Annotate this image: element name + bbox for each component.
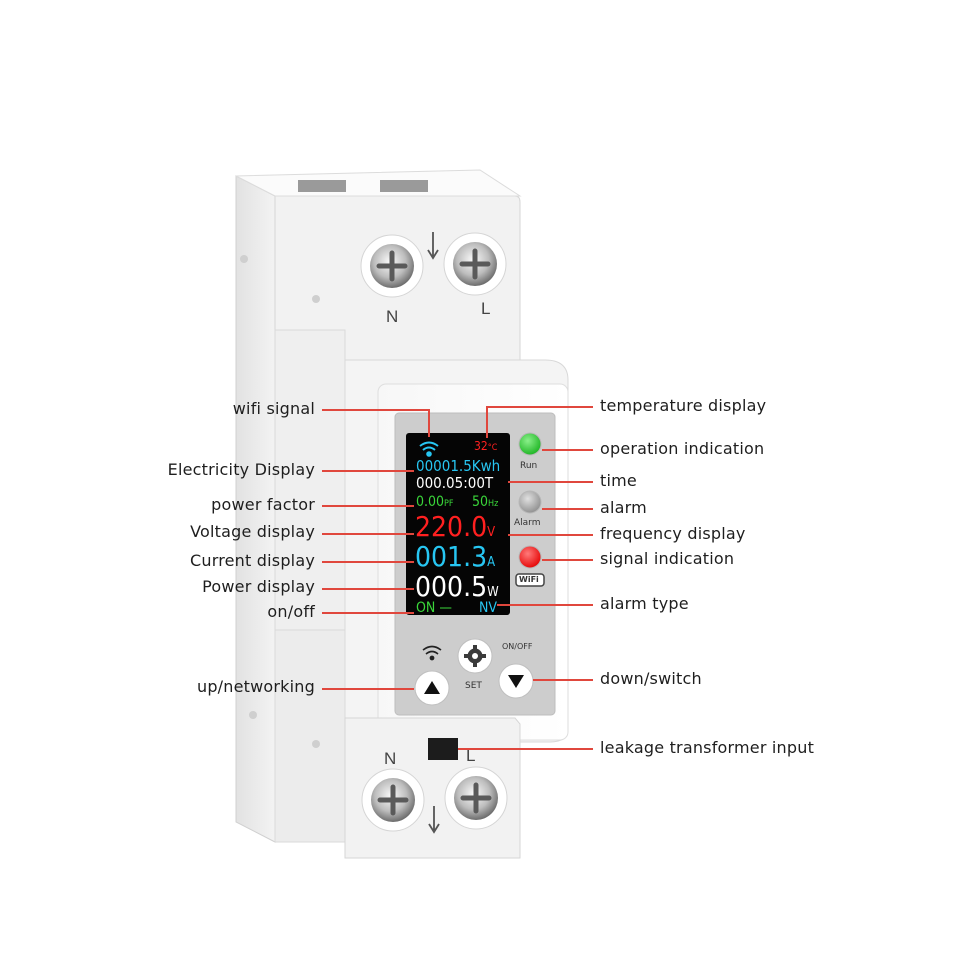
leader-wifi-signal <box>322 409 429 411</box>
lcd-frequency: 50Hz <box>472 495 498 509</box>
lcd-power-factor: 0.00PF <box>416 495 454 509</box>
leader-on-off <box>322 612 414 614</box>
wifi-badge-label: WiFi <box>519 575 539 584</box>
alarm-led <box>518 490 542 514</box>
callout-temperature-display: temperature display <box>600 396 767 415</box>
top-screw-l <box>443 232 507 296</box>
callout-power-display: Power display <box>202 577 315 596</box>
leader-down-switch <box>533 679 593 681</box>
gear-icon <box>464 645 486 667</box>
leader-current-display <box>322 561 414 563</box>
down-arrow-icon <box>508 675 524 688</box>
leader-operation-indication <box>542 449 593 451</box>
callout-alarm-type: alarm type <box>600 594 689 613</box>
freq-value: 50 <box>472 494 489 510</box>
leader-temperature-display <box>487 406 593 408</box>
leader-alarm-type <box>497 604 593 606</box>
leader-time <box>508 481 593 483</box>
leader-power-factor <box>322 505 414 507</box>
lcd-power: 000.5W <box>415 573 499 601</box>
onoff-label: ON/OFF <box>502 642 533 651</box>
voltage-value: 220.0 <box>415 510 488 543</box>
pf-unit: PF <box>444 499 454 509</box>
callout-up-networking: up/networking <box>196 677 315 696</box>
run-led <box>518 432 542 456</box>
leakage-port <box>428 738 458 760</box>
temperature-unit: °C <box>487 443 498 453</box>
lcd-voltage: 220.0V <box>415 513 495 541</box>
set-label: SET <box>465 681 482 691</box>
alarm-label: Alarm <box>514 518 541 528</box>
lcd-wifi-icon <box>419 441 439 457</box>
lcd-temperature: 32°C <box>474 440 497 453</box>
leader-voltage-display <box>322 533 414 535</box>
current-value: 001.3 <box>415 540 488 573</box>
power-unit: W <box>487 585 499 600</box>
callout-operation-indication: operation indication <box>600 439 765 458</box>
bottom-terminal-l: L <box>466 746 476 765</box>
leader-power-display <box>322 588 414 590</box>
run-label: Run <box>520 461 538 471</box>
freq-unit: Hz <box>488 499 499 509</box>
wifi-button-icon <box>422 645 442 661</box>
callout-power-factor: power factor <box>211 495 315 514</box>
power-value: 000.5 <box>415 570 488 603</box>
leader-signal-indication <box>542 559 593 561</box>
callout-leakage-transformer-input: leakage transformer input <box>600 738 815 757</box>
leader-temperature-drop <box>486 406 488 438</box>
lcd-energy: 00001.5Kwh <box>416 457 501 475</box>
temperature-value: 32 <box>474 439 488 453</box>
current-unit: A <box>487 555 496 570</box>
callout-signal-indication: signal indication <box>600 549 735 568</box>
leader-frequency-display <box>508 534 593 536</box>
callout-frequency-display: frequency display <box>600 524 746 543</box>
callout-time: time <box>600 471 637 490</box>
up-arrow-icon <box>424 681 440 694</box>
callout-voltage-display: Voltage display <box>190 522 315 541</box>
callout-alarm: alarm <box>600 498 647 517</box>
leader-alarm <box>542 508 593 510</box>
callout-electricity-display: Electricity Display <box>167 460 315 479</box>
lcd-screen <box>406 433 510 615</box>
lcd-time: 000.05:00T <box>416 474 494 492</box>
top-screw-n <box>360 234 424 298</box>
callout-on-off: on/off <box>267 602 315 621</box>
callout-wifi-signal: wifi signal <box>232 399 315 418</box>
callout-current-display: Current display <box>190 551 315 570</box>
leader-wifi-signal-drop <box>428 409 430 437</box>
top-terminal-n: N <box>386 307 399 326</box>
signal-led <box>518 545 542 569</box>
wifi-badge <box>515 573 545 587</box>
leader-up-networking <box>322 688 414 690</box>
top-terminal-l: L <box>481 299 491 318</box>
bottom-terminal-n: N <box>384 749 397 768</box>
pf-value: 0.00 <box>416 494 445 510</box>
lcd-current: 001.3A <box>415 543 495 571</box>
leader-leakage-input <box>458 748 593 750</box>
bottom-screw-n <box>361 768 425 832</box>
lcd-state: ON — <box>416 600 452 616</box>
leader-electricity-display <box>322 470 414 472</box>
bottom-screw-l <box>444 766 508 830</box>
voltage-unit: V <box>487 525 496 540</box>
callout-down-switch: down/switch <box>600 669 702 688</box>
lcd-alarm-type: NV <box>479 600 498 616</box>
